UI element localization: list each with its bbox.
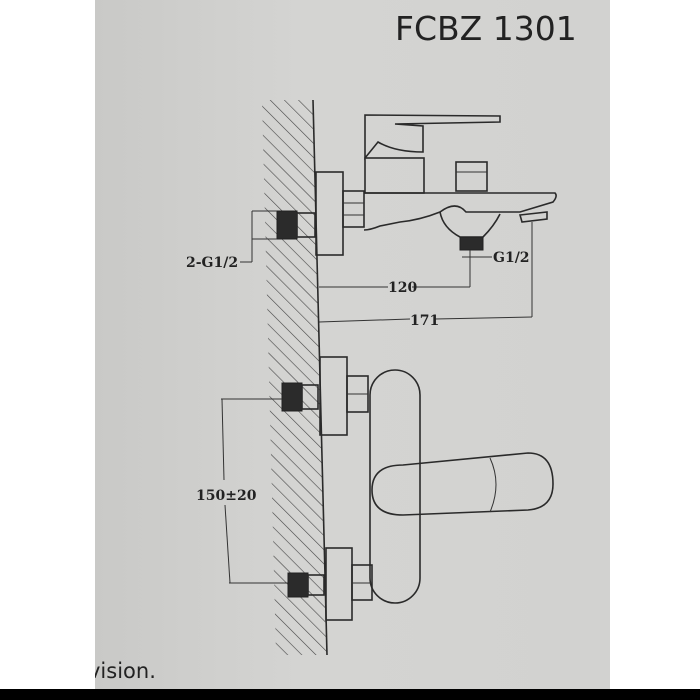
- nut: [342, 190, 365, 228]
- shower-mixer-side-view: [281, 356, 554, 621]
- wall: [262, 99, 328, 656]
- outlet-thread: [459, 236, 484, 251]
- bath-mixer-side-view: [276, 114, 557, 256]
- shower-lever: [371, 452, 554, 516]
- top-dimensions: 2-G1/2 G1/2 120 171: [186, 210, 533, 329]
- spout-tip: [518, 211, 548, 223]
- inlet-thread: [276, 210, 298, 240]
- outlet-distance-label: 120: [388, 280, 417, 296]
- lower-inlet-thread: [287, 572, 309, 598]
- inlet-thread-label: 2-G1/2: [186, 255, 238, 271]
- upper-inlet-thread: [281, 382, 303, 412]
- inlet-spacing-label: 150±20: [196, 488, 257, 504]
- black-border: [0, 689, 700, 700]
- spout-length-label: 171: [410, 313, 439, 329]
- lever-handle: [364, 114, 501, 161]
- footer-text: vision.: [88, 659, 156, 683]
- model-title: FCBZ 1301: [395, 9, 577, 48]
- lower-flange: [325, 547, 353, 621]
- upper-flange: [319, 356, 348, 436]
- outlet-thread-label: G1/2: [493, 250, 530, 266]
- spout-body: [363, 192, 557, 231]
- cartridge-housing: [364, 157, 425, 194]
- wall-flange: [315, 171, 344, 256]
- bottom-dimension: 150±20: [196, 398, 288, 584]
- mixer-body: [369, 369, 421, 604]
- diverter-knob: [455, 161, 488, 192]
